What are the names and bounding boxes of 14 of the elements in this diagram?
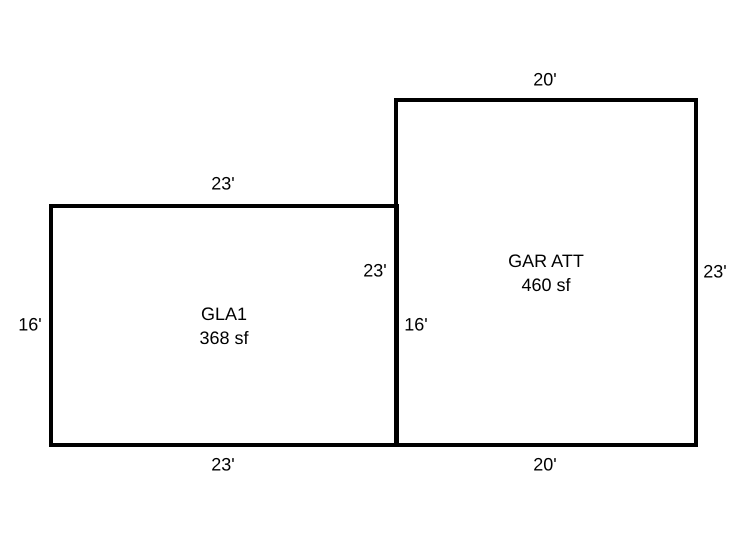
- room-area: 368 sf: [199, 326, 249, 350]
- dimension-label: 20': [533, 454, 557, 476]
- dimension-label: 16': [18, 314, 42, 336]
- dimension-label: 23': [363, 260, 387, 282]
- room-area: 460 sf: [521, 272, 571, 296]
- room-name: GLA1: [200, 302, 248, 326]
- room-name: GAR ATT: [508, 250, 584, 272]
- dimension-label: 23': [211, 174, 235, 194]
- dimension-label: 16': [404, 314, 428, 336]
- dimension-label: 23': [703, 262, 727, 282]
- dimension-label: 20': [533, 70, 557, 90]
- dimension-label: 23': [211, 454, 235, 476]
- room-outline: [394, 98, 698, 447]
- room-outline: [49, 204, 399, 447]
